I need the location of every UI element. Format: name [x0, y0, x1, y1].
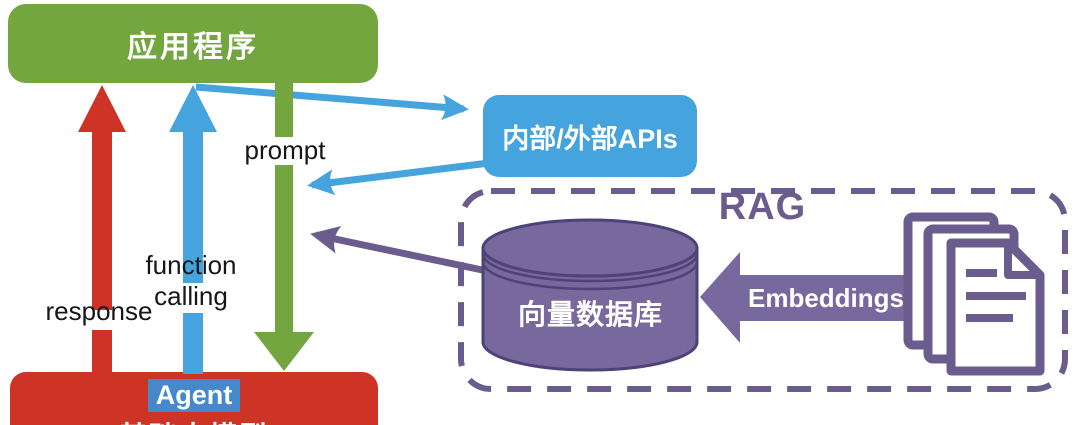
vector-db-cylinder-icon — [481, 218, 699, 372]
prompt-arrow — [254, 83, 314, 371]
stacked-documents-icon — [903, 212, 1045, 376]
application-box: 应用程序 — [8, 4, 378, 83]
embeddings-block-arrow — [700, 252, 913, 343]
retrieval-arrow — [310, 226, 488, 275]
embeddings-label: Embeddings — [747, 283, 904, 313]
application-box-label: 应用程序 — [127, 30, 259, 64]
agent-model-box: Agent 基础大模型 — [10, 372, 378, 425]
app-to-apis-arrow — [195, 83, 469, 121]
response-arrow — [78, 85, 126, 374]
prompt-label: prompt — [244, 135, 326, 165]
apis-return-arrow — [307, 158, 498, 196]
foundation-model-label: 基础大模型 — [119, 415, 269, 425]
rag-title: RAG — [718, 186, 807, 228]
rag-dashed-container — [458, 188, 1068, 392]
function-calling-arrow — [169, 85, 217, 374]
vector-db-label: 向量数据库 — [517, 299, 663, 330]
apis-box: 内部/外部APIs — [483, 95, 697, 177]
response-label: response — [45, 296, 153, 326]
function-calling-label: function calling — [145, 250, 237, 311]
agent-selected-text: Agent — [147, 379, 241, 413]
apis-box-label: 内部/外部APIs — [502, 123, 678, 154]
